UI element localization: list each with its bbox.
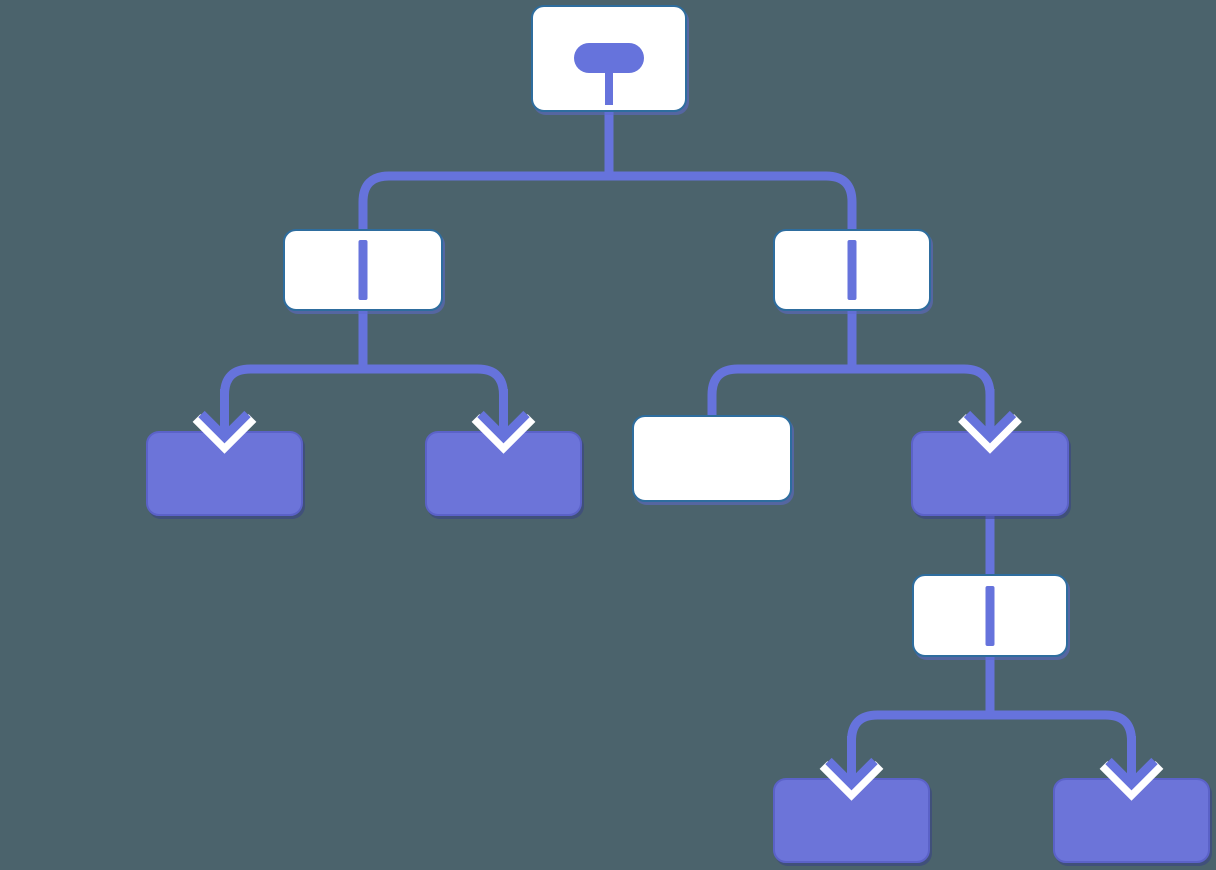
node-root[interactable] xyxy=(531,5,687,112)
pass-through-bar-icon xyxy=(985,585,995,646)
node-branch-left[interactable] xyxy=(283,229,443,311)
pass-through-bar-icon xyxy=(358,240,368,300)
root-pill-icon xyxy=(574,43,644,105)
node-leaf-3[interactable] xyxy=(911,431,1069,516)
node-leaf-1[interactable] xyxy=(146,431,303,516)
node-branch-right[interactable] xyxy=(773,229,931,311)
node-pass-node[interactable] xyxy=(912,574,1068,657)
node-leaf-4[interactable] xyxy=(773,778,930,863)
node-leaf-5[interactable] xyxy=(1053,778,1210,863)
pass-through-bar-icon xyxy=(847,240,857,300)
node-leaf-2[interactable] xyxy=(425,431,582,516)
node-child-plain[interactable] xyxy=(632,415,792,502)
